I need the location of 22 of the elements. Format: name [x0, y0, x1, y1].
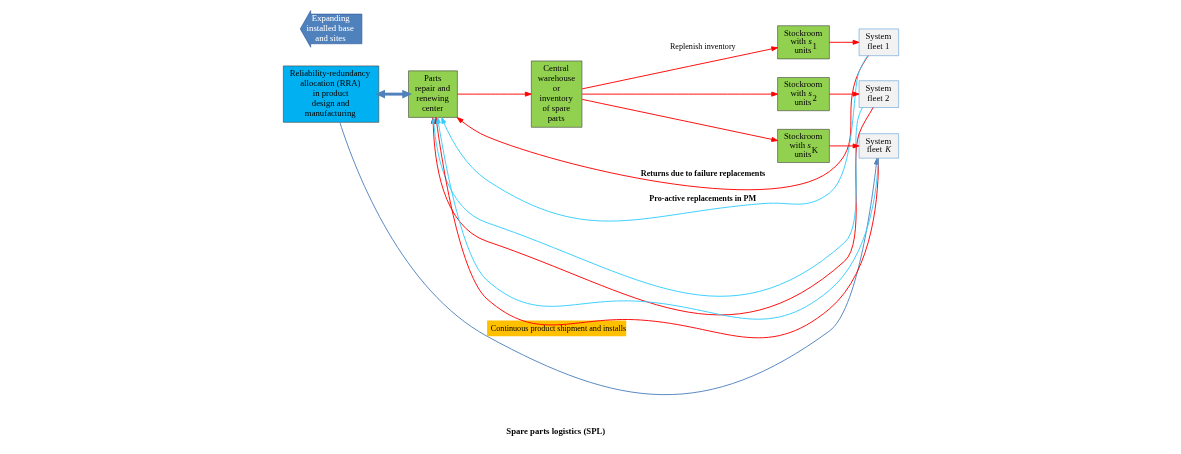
arrow	[456, 55, 869, 190]
arrow	[581, 46, 778, 90]
arrow	[828, 143, 859, 149]
arrow	[440, 55, 868, 222]
node-box: System fleet K	[858, 133, 899, 159]
arrow	[456, 91, 532, 97]
node-box: System fleet 2	[858, 80, 899, 108]
arrow	[828, 39, 859, 45]
arrow	[581, 91, 778, 97]
arrow	[828, 91, 859, 97]
arrow	[581, 98, 778, 142]
arrow	[338, 122, 879, 396]
label: Spare parts logistics (SPL)	[505, 426, 605, 437]
node-box: Central warehouse or inventory of spare parts	[530, 60, 582, 128]
arrow	[374, 89, 412, 99]
node-box: System fleet 1	[858, 28, 899, 56]
node-box: Parts repair and renewing center	[407, 70, 458, 118]
edge-label: Pro-active replacements in PM	[648, 193, 756, 203]
edge-label: Continuous product shipment and installs	[490, 323, 626, 333]
node-box: Reliability-redundancy allocation (RRA) in product design and manufacturing	[282, 65, 379, 123]
edge-label: Returns due to failure replacements	[640, 169, 765, 179]
edge-label: Replenish inventory	[669, 41, 736, 51]
